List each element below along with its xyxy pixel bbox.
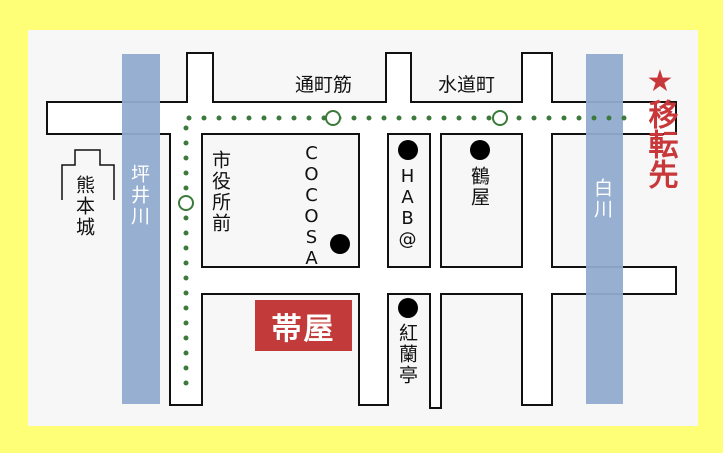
- shira-river-label: 白川: [591, 178, 613, 220]
- destination-label: 移転先: [642, 99, 678, 189]
- star-icon: ★: [642, 64, 678, 99]
- shop-marker-icon: [398, 140, 418, 160]
- obiya-shop-label: 帯屋: [255, 300, 352, 351]
- relocation-destination: ★移転先: [642, 64, 678, 189]
- shop-hab: HAB@: [397, 166, 418, 250]
- tram-stop-toricho: [325, 110, 341, 126]
- shop-koranntei: 紅蘭亭: [396, 323, 418, 386]
- tram-stop-suidocho: [492, 110, 508, 126]
- stop-label-shiyakusho: 市役所前: [209, 150, 231, 234]
- shop-marker-icon: [470, 140, 490, 160]
- shop-marker-icon: [330, 234, 350, 254]
- tsuboi-river-label: 坪井川: [128, 164, 150, 227]
- shop-tsuruya: 鶴屋: [468, 166, 490, 208]
- shira-river: [586, 54, 623, 404]
- tram-stop-shiyakusho: [178, 195, 194, 211]
- shop-cocosa: COCOSA: [301, 143, 322, 269]
- shop-marker-icon: [398, 298, 418, 318]
- stop-label-suidocho: 水道町: [438, 74, 496, 96]
- tram-line: [183, 115, 631, 401]
- castle-label: 熊本城: [73, 175, 95, 238]
- stop-label-toricho: 通町筋: [295, 74, 353, 96]
- castle-icon: [61, 149, 115, 200]
- tsuboi-river: [122, 54, 160, 404]
